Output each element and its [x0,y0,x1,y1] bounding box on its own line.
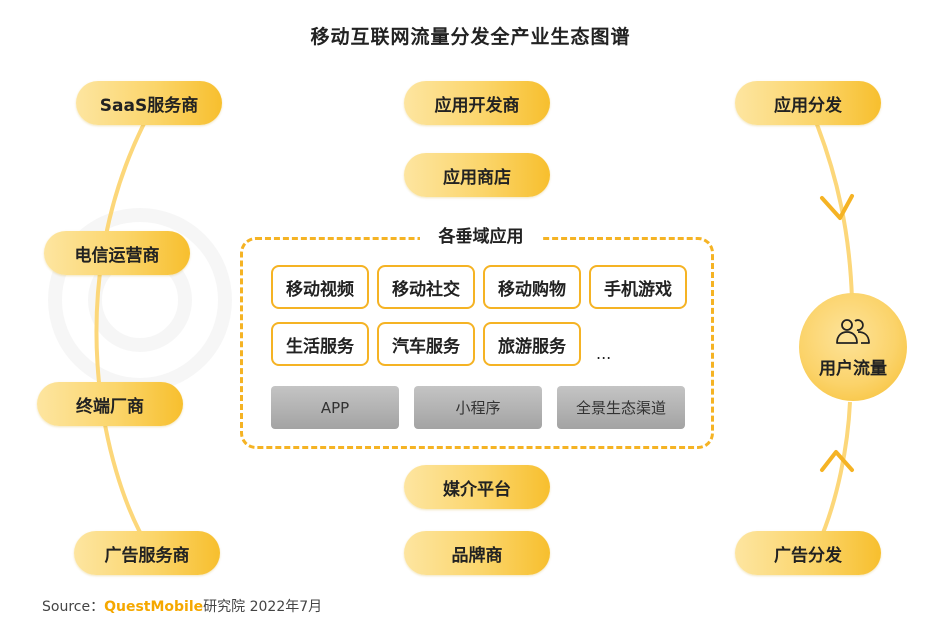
right-bottom-flow-line [816,401,852,546]
pill-app-store: 应用商店 [404,153,550,197]
pill-app-developer: 应用开发商 [404,81,550,125]
user-traffic-node: 用户流量 [799,293,907,401]
app-life-services: 生活服务 [271,322,369,366]
pill-ad-distribution: 广告分发 [735,531,881,575]
vertical-apps-title: 各垂域应用 [420,224,542,250]
source-label: Source： [42,599,105,615]
app-mobile-video: 移动视频 [271,265,369,309]
app-travel-services: 旅游服务 [483,322,581,366]
app-mobile-shopping: 移动购物 [483,265,581,309]
app-mobile-social: 移动社交 [377,265,475,309]
pill-app-distribution: 应用分发 [735,81,881,125]
pill-saas-provider: SaaS服务商 [76,81,222,125]
app-auto-services: 汽车服务 [377,322,475,366]
arrow-down-icon [820,194,854,220]
channel-app: APP [271,386,399,429]
arrow-up-icon [820,450,854,472]
app-mobile-games: 手机游戏 [589,265,687,309]
source-text: 研究院 2022年7月 [203,599,323,615]
source-note: Source：QuestMobile研究院 2022年7月 [42,596,322,616]
users-icon [834,316,872,350]
channel-mini-program: 小程序 [414,386,542,429]
pill-media-platform: 媒介平台 [404,465,550,509]
pill-brand-owner: 品牌商 [404,531,550,575]
source-brand: QuestMobile [104,599,204,615]
channel-panoramic-ecosystem: 全景生态渠道 [557,386,685,429]
pill-device-maker: 终端厂商 [37,382,183,426]
right-top-flow-line [810,111,854,301]
pill-ad-service-provider: 广告服务商 [74,531,220,575]
more-ellipsis: ... [596,344,612,363]
pill-telecom-operator: 电信运营商 [44,231,190,275]
user-traffic-label: 用户流量 [819,358,887,379]
diagram-title: 移动互联网流量分发全产业生态图谱 [310,26,631,48]
left-arc-line [94,111,152,552]
